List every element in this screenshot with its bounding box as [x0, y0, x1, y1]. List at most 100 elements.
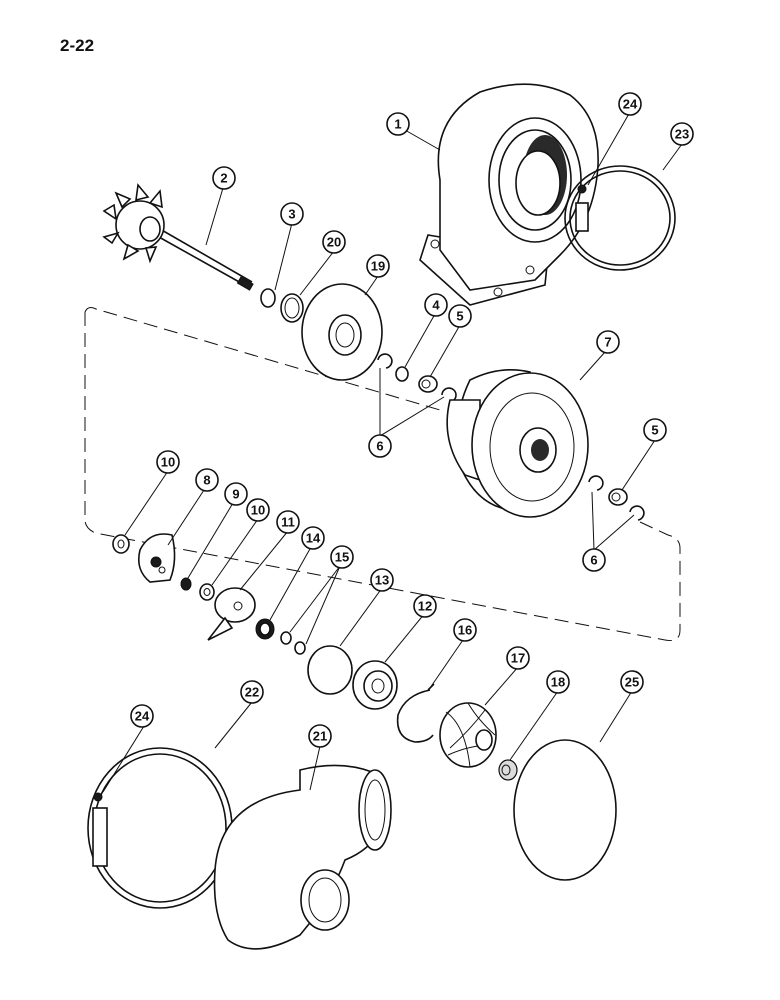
snap-ring-upper-a — [377, 353, 393, 369]
spacer-washer-b — [199, 583, 215, 601]
callout-label: 21 — [313, 729, 327, 744]
callout-9: 9 — [224, 482, 248, 506]
callout-label: 13 — [375, 573, 389, 588]
callout-24: 24 — [130, 704, 154, 728]
callout-label: 1 — [394, 117, 401, 132]
callout-label: 3 — [288, 207, 295, 222]
piston-ring — [260, 288, 276, 308]
callout-16: 16 — [453, 618, 477, 642]
callout-circle — [330, 545, 354, 569]
page-number: 2-22 — [60, 36, 95, 55]
compressor-wheel — [439, 702, 497, 768]
callout-label: 6 — [376, 439, 383, 454]
callout-circle — [424, 293, 448, 317]
callout-label: 24 — [623, 97, 638, 112]
callout-circle — [643, 418, 667, 442]
callout-2: 2 — [212, 166, 236, 190]
callout-circle — [246, 498, 270, 522]
snap-ring-lower-b — [629, 505, 645, 521]
o-ring — [307, 645, 353, 695]
callout-circle — [506, 646, 530, 670]
compressor-insert — [352, 660, 398, 710]
callout-10: 10 — [246, 498, 270, 522]
snap-ring-lower-a — [588, 475, 604, 491]
callout-circle — [366, 254, 390, 278]
oil-deflector — [207, 587, 256, 641]
callout-label: 5 — [651, 423, 658, 438]
callout-circle — [240, 680, 264, 704]
callout-15: 15 — [330, 545, 354, 569]
callout-label: 16 — [458, 623, 472, 638]
callout-label: 20 — [327, 235, 341, 250]
callout-23: 23 — [670, 122, 694, 146]
callout-7: 7 — [596, 330, 620, 354]
callout-25: 25 — [620, 670, 644, 694]
compressor-nut — [498, 759, 518, 781]
callout-circle — [370, 568, 394, 592]
callout-circle — [280, 202, 304, 226]
callout-label: 12 — [418, 599, 432, 614]
callout-circle — [224, 482, 248, 506]
callout-19: 19 — [366, 254, 390, 278]
callout-circle — [448, 304, 472, 328]
callout-circle — [596, 330, 620, 354]
callout-circle — [546, 670, 570, 694]
callout-label: 22 — [245, 685, 259, 700]
turbine-housing — [419, 83, 599, 306]
v-band-clamp-upper — [564, 165, 676, 271]
callout-layer: 1234556678910101112131415161718192021222… — [130, 92, 694, 748]
callout-circle — [308, 724, 332, 748]
dashed-assembly-boundary — [84, 307, 681, 641]
turbine-wheel-shaft — [102, 183, 254, 291]
callout-14: 14 — [301, 526, 325, 550]
callout-label: 2 — [220, 171, 227, 186]
thrust-washer — [180, 577, 192, 591]
callout-circle — [322, 230, 346, 254]
callout-17: 17 — [506, 646, 530, 670]
callout-label: 17 — [511, 651, 525, 666]
callout-label: 24 — [135, 709, 150, 724]
callout-6: 6 — [368, 434, 392, 458]
compressor-housing — [213, 764, 392, 950]
callout-label: 7 — [604, 335, 611, 350]
callout-circle — [386, 112, 410, 136]
callout-4: 4 — [424, 293, 448, 317]
callout-circle — [620, 670, 644, 694]
callout-circle — [368, 434, 392, 458]
thrust-bearing — [137, 533, 176, 583]
callout-6: 6 — [582, 548, 606, 572]
callout-circle — [276, 510, 300, 534]
v-band-clamp-lower — [87, 747, 233, 909]
callout-circle — [670, 122, 694, 146]
callout-12: 12 — [413, 594, 437, 618]
callout-5: 5 — [448, 304, 472, 328]
callout-label: 11 — [281, 515, 295, 530]
callout-circle — [301, 526, 325, 550]
callout-label: 8 — [203, 473, 210, 488]
seal-ring-a — [280, 631, 292, 645]
spacer-washer-a — [112, 534, 130, 554]
callout-circle — [195, 468, 219, 492]
heat-shield-plate — [301, 283, 383, 381]
callout-8: 8 — [195, 468, 219, 492]
callout-label: 19 — [371, 259, 385, 274]
callout-label: 6 — [590, 553, 597, 568]
callout-label: 10 — [251, 503, 265, 518]
leader-lines — [102, 111, 683, 793]
callout-13: 13 — [370, 568, 394, 592]
callout-24: 24 — [618, 92, 642, 116]
housing-o-ring — [513, 739, 617, 881]
callout-circle — [582, 548, 606, 572]
callout-label: 23 — [675, 127, 689, 142]
callout-21: 21 — [308, 724, 332, 748]
callout-5: 5 — [643, 418, 667, 442]
thrust-collar — [395, 366, 409, 382]
callout-20: 20 — [322, 230, 346, 254]
callout-label: 4 — [432, 298, 440, 313]
center-bearing-housing — [446, 369, 589, 518]
callout-10: 10 — [156, 450, 180, 474]
callout-circle — [156, 450, 180, 474]
callout-3: 3 — [280, 202, 304, 226]
callout-label: 14 — [306, 531, 321, 546]
